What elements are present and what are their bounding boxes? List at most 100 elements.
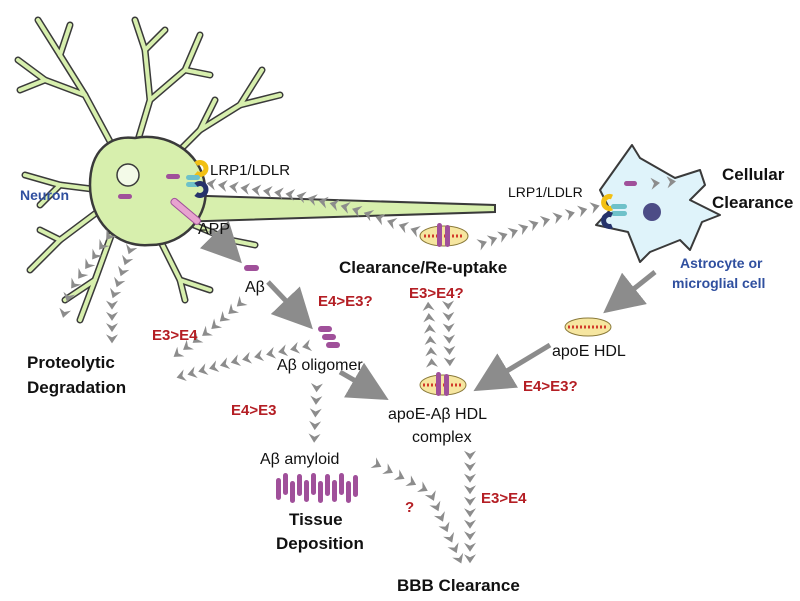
isoform-e3-e4-bbb: E3>E4 [481,490,527,507]
chevron-mark [274,187,284,200]
chevron-mark [217,180,228,192]
isoform-question: ? [405,499,414,516]
glia-to-apoe-hdl-arrow [603,270,657,314]
abeta-vesicle-icon [624,181,637,186]
chevron-mark [417,481,428,493]
abeta-oligomer-label: Aβ oligomer [277,357,363,374]
chevron-mark [209,360,220,372]
oligomer-to-degradation-arrow [176,339,313,381]
neuron-to-degradation-arrow-2 [106,243,138,344]
chevron-mark [464,519,476,529]
chevron-mark [228,303,240,314]
chevron-mark [106,229,117,241]
chevron-mark [650,177,660,190]
chevron-mark [464,485,476,495]
chevron-mark [464,473,476,483]
glia-vesicle-uptake-arrow [650,176,676,190]
apoe-abeta-complex-label-line2: complex [412,429,472,446]
chevron-mark [424,490,436,501]
chevron-mark [230,354,242,366]
chevron-mark [423,313,436,323]
chevron-mark [229,181,239,194]
chevron-mark [278,344,289,357]
chevron-mark [424,335,437,346]
apoe-hdl-particle-icon [564,317,612,337]
chevron-mark [464,531,476,541]
neuron-receptor-label: LRP1/LDLR [210,162,290,179]
apoe-abeta-hdl-particle-icon [419,372,467,396]
complex-to-bbb-arrow [464,450,476,564]
isoform-e3-e4-clearance: E3>E4? [409,285,464,302]
neuron-dendrites-fill [16,18,282,322]
chevron-mark [352,205,363,218]
abeta-amyloid-fibril-icon [276,473,358,503]
neuron-cell [14,16,496,324]
chevron-mark [464,554,476,564]
chevron-mark [187,366,198,378]
abeta-monomer-icon [244,265,259,271]
chevron-mark [442,300,455,310]
chevron-mark [382,463,393,475]
chevron-mark [309,420,322,431]
chevron-mark [476,239,487,251]
apoe-abeta-complex-label-line1: apoE-Aβ HDL [388,406,487,423]
abeta-to-degradation-arrow [173,295,248,357]
chevron-mark [219,310,231,322]
astrocyte-label-line2: microglial cell [672,275,765,291]
isoform-e4-e3-hdl: E4>E3? [523,378,578,395]
cellular-clearance-label-line2: Clearance [712,193,793,212]
chevron-mark [426,358,438,368]
chevron-mark [370,457,382,469]
chevron-mark [211,318,223,329]
astrocyte-nucleus [643,203,661,221]
chevron-mark [464,450,476,460]
chevron-mark [393,469,405,481]
chevron-mark [110,287,122,299]
chevron-mark [242,351,253,364]
chevron-mark [425,347,438,357]
neuron-nucleus [116,163,140,187]
chevron-mark [309,408,322,418]
app-transmembrane-icon [170,197,201,225]
chevron-mark [290,341,301,354]
chevron-mark [329,199,340,212]
chevron-mark [296,191,307,204]
chevron-mark [198,363,209,375]
glia-receptor-label: LRP1/LDLR [508,184,583,200]
chevron-mark [464,496,476,506]
neuron-soma [88,135,207,247]
chevron-mark [464,462,476,472]
amyloid-to-bbb-arrow [370,457,464,564]
chevron-mark [438,521,450,533]
chevron-mark [497,231,508,243]
chevron-mark [318,196,329,209]
chevron-mark [443,345,456,355]
chevron-mark [387,217,398,230]
proteolytic-label-line1: Proteolytic [27,353,115,372]
chevron-mark [410,225,421,238]
chevron-mark [310,383,323,393]
chevron-mark [552,212,563,225]
apoe-hdl-label: apoE HDL [552,343,626,360]
chevron-mark [424,324,436,334]
chevron-mark [236,295,248,307]
chevron-mark [78,267,89,279]
neuron-to-degradation-arrow-1 [59,229,117,318]
abeta-oligomer-icon [318,326,340,348]
chevron-mark [71,277,82,289]
proteolytic-label-line2: Degradation [27,378,126,397]
chevron-mark [176,369,187,381]
chevron-mark [576,205,588,218]
bbb-clearance-label: BBB Clearance [397,576,520,595]
clearance-reuptake-label: Clearance/Re-uptake [339,258,507,277]
chevron-mark [106,323,118,333]
chevron-mark [106,311,118,321]
chevron-mark [443,334,456,344]
chevron-mark [507,227,518,239]
chevron-mark [447,542,459,554]
chevron-mark [85,258,96,270]
complex-to-clearance-arrow-1 [422,301,438,368]
chevron-mark [452,552,464,564]
apoe-abeta-hdl-particle-icon [419,223,469,247]
